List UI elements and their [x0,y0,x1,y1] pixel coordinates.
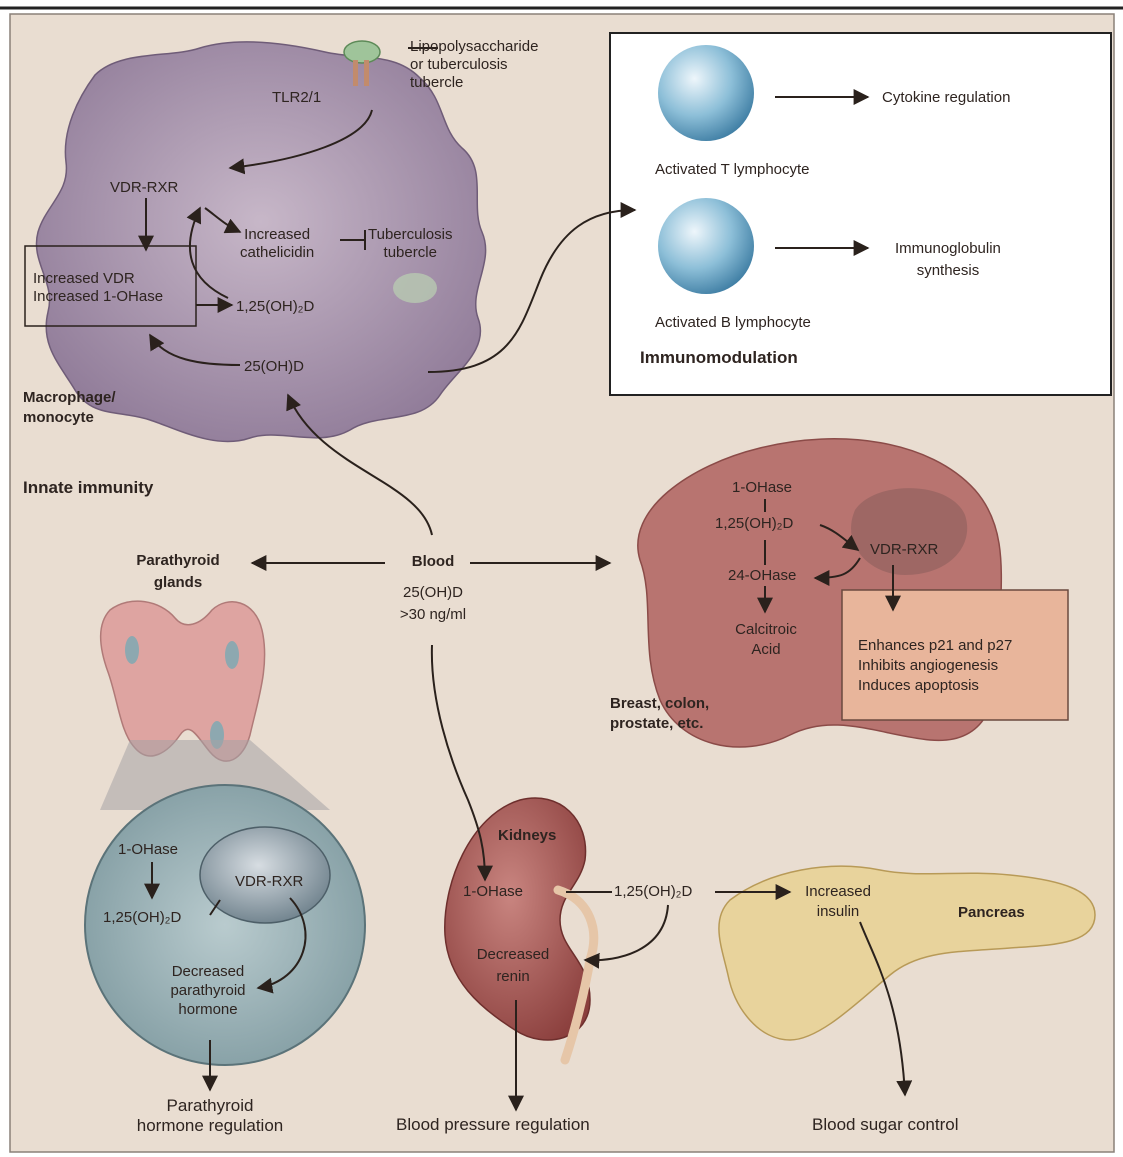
b-lymphocyte-cell [658,198,754,294]
kidneys-title: Kidneys [498,826,556,846]
tubercle-blob [393,273,437,303]
blood-level: 25(OH)D>30 ng/ml [378,582,488,626]
macrophage-calcitriol: 1,25(OH)₂D [236,297,314,317]
macrophage-label: Macrophage/monocyte [23,388,116,428]
blood-title: Blood [398,552,468,572]
innate-immunity-label: Innate immunity [23,478,153,498]
macrophage-calcidiol: 25(OH)D [244,357,304,377]
blood-sugar-label: Blood sugar control [812,1115,958,1135]
t-lymphocyte-cell [658,45,754,141]
pancreas-title: Pancreas [958,903,1025,923]
breast-tissue-label: Breast, colon,prostate, etc. [610,694,709,734]
breast-1ohase: 1-OHase [732,478,792,498]
parathyroid-calcitriol: 1,25(OH)₂D [103,908,181,928]
lps-particle [344,41,380,63]
blood-pressure-label: Blood pressure regulation [396,1115,590,1135]
kidney-1ohase: 1-OHase [463,882,523,902]
macrophage-vdr-rxr: VDR-RXR [110,178,178,198]
immunomodulation-title: Immunomodulation [640,348,798,368]
breast-vdr-rxr: VDR-RXR [870,540,938,560]
breast-24ohase: 24-OHase [728,566,796,586]
tlr-receptor-right [364,60,369,86]
b-lymphocyte-label: Activated B lymphocyte [655,313,811,333]
parathyroid-nodule [125,636,139,664]
parathyroid-nodule [225,641,239,669]
parathyroid-1ohase: 1-OHase [118,840,178,860]
cytokine-regulation-label: Cytokine regulation [882,88,1010,108]
parathyroid-vdr-rxr: VDR-RXR [235,872,303,892]
kidney-calcitriol: 1,25(OH)₂D [614,882,692,902]
breast-calcitriol: 1,25(OH)₂D [715,514,793,534]
tlr-receptor-left [353,60,358,86]
tlr-label: TLR2/1 [272,88,321,108]
t-lymphocyte-label: Activated T lymphocyte [655,160,810,180]
